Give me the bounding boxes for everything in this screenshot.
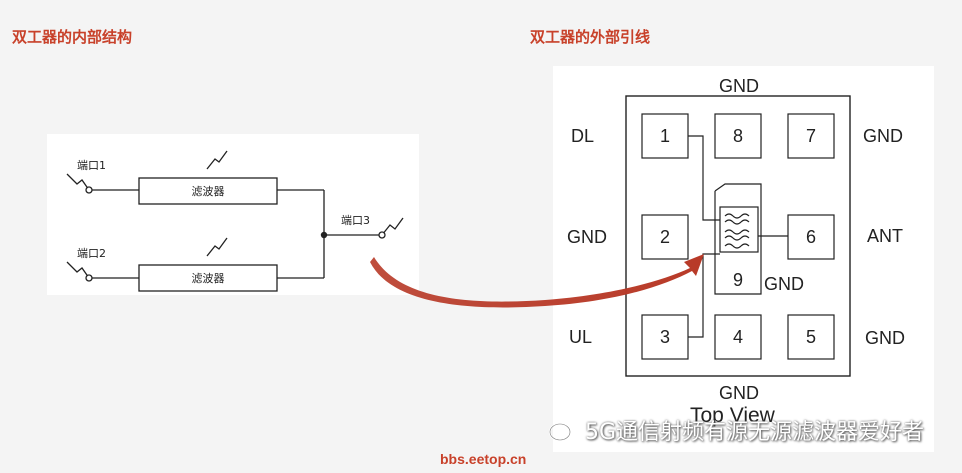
watermark: 5G通信射频有源无源滤波器爱好者 — [548, 414, 924, 446]
pin-3-number: 3 — [660, 327, 670, 347]
filter-waves-icon — [724, 213, 750, 249]
port3-terminal — [378, 231, 386, 239]
pinout-svg: 1 8 7 2 6 3 4 5 9 GND GND DL GND UL GND … — [567, 76, 905, 403]
filter-top-signal-icon — [206, 150, 228, 170]
pin-9-number: 9 — [733, 270, 743, 290]
pin-5-number: 5 — [806, 327, 816, 347]
port3-label: 端口3 — [341, 214, 370, 227]
port1-label: 端口1 — [77, 159, 106, 172]
pin-1-number: 1 — [660, 126, 670, 146]
gnd-center-label: GND — [764, 274, 804, 294]
internal-structure-svg: 端口1 端口2 端口3 滤波器 滤波器 — [66, 150, 404, 292]
port1-signal-icon — [66, 173, 90, 191]
pin-7 — [787, 113, 835, 159]
pin-6-number: 6 — [806, 227, 816, 247]
ant-label: ANT — [867, 226, 903, 246]
pin-4-number: 4 — [733, 327, 743, 347]
junction-dot — [320, 231, 328, 239]
pin-2-number: 2 — [660, 227, 670, 247]
right-title: 双工器的外部引线 — [530, 28, 651, 46]
dl-label: DL — [571, 126, 594, 146]
gnd-bottom-label: GND — [719, 383, 759, 403]
footer-url: bbs.eetop.cn — [440, 451, 527, 467]
gnd-right-top-label: GND — [863, 126, 903, 146]
port3-signal-icon — [381, 217, 404, 236]
external-pinout-diagram: 1 8 7 2 6 3 4 5 9 GND GND DL GND UL GND … — [553, 66, 934, 452]
pin-8-number: 8 — [733, 126, 743, 146]
pin-7-number: 7 — [806, 126, 816, 146]
gnd-top-label: GND — [719, 76, 759, 96]
top-view-label: Top View — [690, 404, 775, 427]
gnd-right-bottom-label: GND — [865, 328, 905, 348]
wechat-icon — [549, 423, 576, 443]
pin-8 — [714, 113, 762, 159]
port1-terminal — [85, 186, 93, 194]
ul-label: UL — [569, 327, 592, 347]
filter-top-label: 滤波器 — [192, 185, 225, 198]
left-title: 双工器的内部结构 — [12, 28, 133, 46]
filter-bottom-signal-icon — [206, 237, 228, 257]
gnd-left-label: GND — [567, 227, 607, 247]
trace-dl — [688, 135, 720, 221]
port2-signal-icon — [66, 261, 90, 279]
port2-label: 端口2 — [77, 247, 106, 260]
filter-symbol — [719, 206, 759, 253]
pin-5 — [787, 314, 835, 360]
pin-9 — [714, 183, 762, 295]
filter-top-box — [138, 177, 278, 205]
filter-bottom-label: 滤波器 — [192, 272, 225, 285]
watermark-text: 5G通信射频有源无源滤波器爱好者 — [585, 420, 925, 445]
pin-4 — [714, 314, 762, 360]
port2-terminal — [85, 274, 93, 282]
internal-structure-diagram: 端口1 端口2 端口3 滤波器 滤波器 — [47, 134, 419, 295]
package-outline — [625, 95, 851, 377]
pin-6 — [787, 214, 835, 260]
